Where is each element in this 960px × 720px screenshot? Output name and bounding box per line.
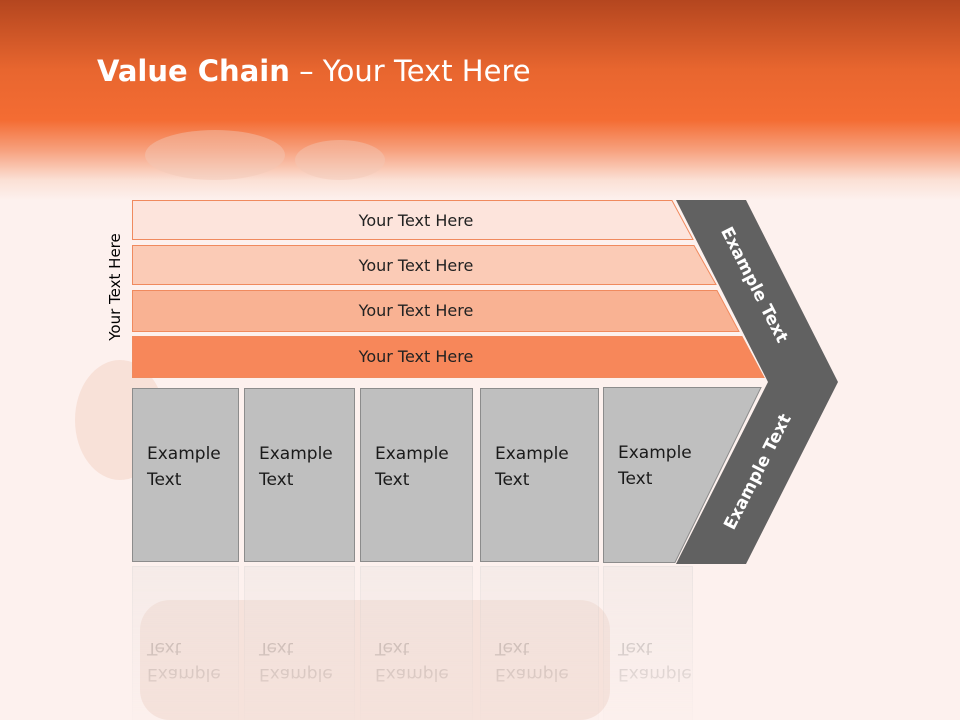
band-4: Your Text Here <box>132 336 765 378</box>
reflection-box-1-label: Example Text <box>147 638 221 684</box>
title-rest: – Your Text Here <box>289 54 531 88</box>
chevron-shape <box>676 200 838 564</box>
band-1-label: Your Text Here <box>358 210 474 230</box>
reflection-box-5-label: Example Text <box>618 638 692 684</box>
band-2-shape <box>132 245 717 285</box>
reflection-box-4-label: Example Text <box>495 638 569 684</box>
box-2: Example Text <box>244 388 355 562</box>
side-label: Your Text Here <box>106 233 124 341</box>
band-3-shape <box>132 290 740 332</box>
box-3: Example Text <box>360 388 473 562</box>
page-title: Value Chain – Your Text Here <box>97 54 531 88</box>
reflection-box-2: Example Text <box>244 566 355 720</box>
band-1: Your Text Here <box>132 200 694 240</box>
chevron-arrow <box>676 200 838 564</box>
header-band <box>0 0 960 200</box>
box-1: Example Text <box>132 388 239 562</box>
band-2-label: Your Text Here <box>358 255 474 275</box>
band-1-shape <box>132 200 694 240</box>
reflection-box-5: Example Text <box>603 566 693 720</box>
reflection-box-3: Example Text <box>360 566 473 720</box>
reflection: Example Text Example Text Example Text E… <box>0 566 960 720</box>
band-4-shape <box>132 336 765 378</box>
box-1-label: Example Text <box>147 444 221 490</box>
band-3: Your Text Here <box>132 290 740 332</box>
title-bold: Value Chain <box>97 54 290 88</box>
box-2-label: Example Text <box>259 444 333 490</box>
box-5-shape <box>603 387 762 563</box>
box-5-label: Example Text <box>618 443 692 489</box>
band-2: Your Text Here <box>132 245 717 285</box>
band-3-label: Your Text Here <box>358 300 474 320</box>
box-4: Example Text <box>480 388 599 562</box>
box-4-label: Example Text <box>495 444 569 490</box>
box-3-label: Example Text <box>375 444 449 490</box>
reflection-box-3-label: Example Text <box>375 638 449 684</box>
reflection-box-2-label: Example Text <box>259 638 333 684</box>
reflection-box-1: Example Text <box>132 566 239 720</box>
band-4-label: Your Text Here <box>358 346 474 366</box>
reflection-box-4: Example Text <box>480 566 599 720</box>
